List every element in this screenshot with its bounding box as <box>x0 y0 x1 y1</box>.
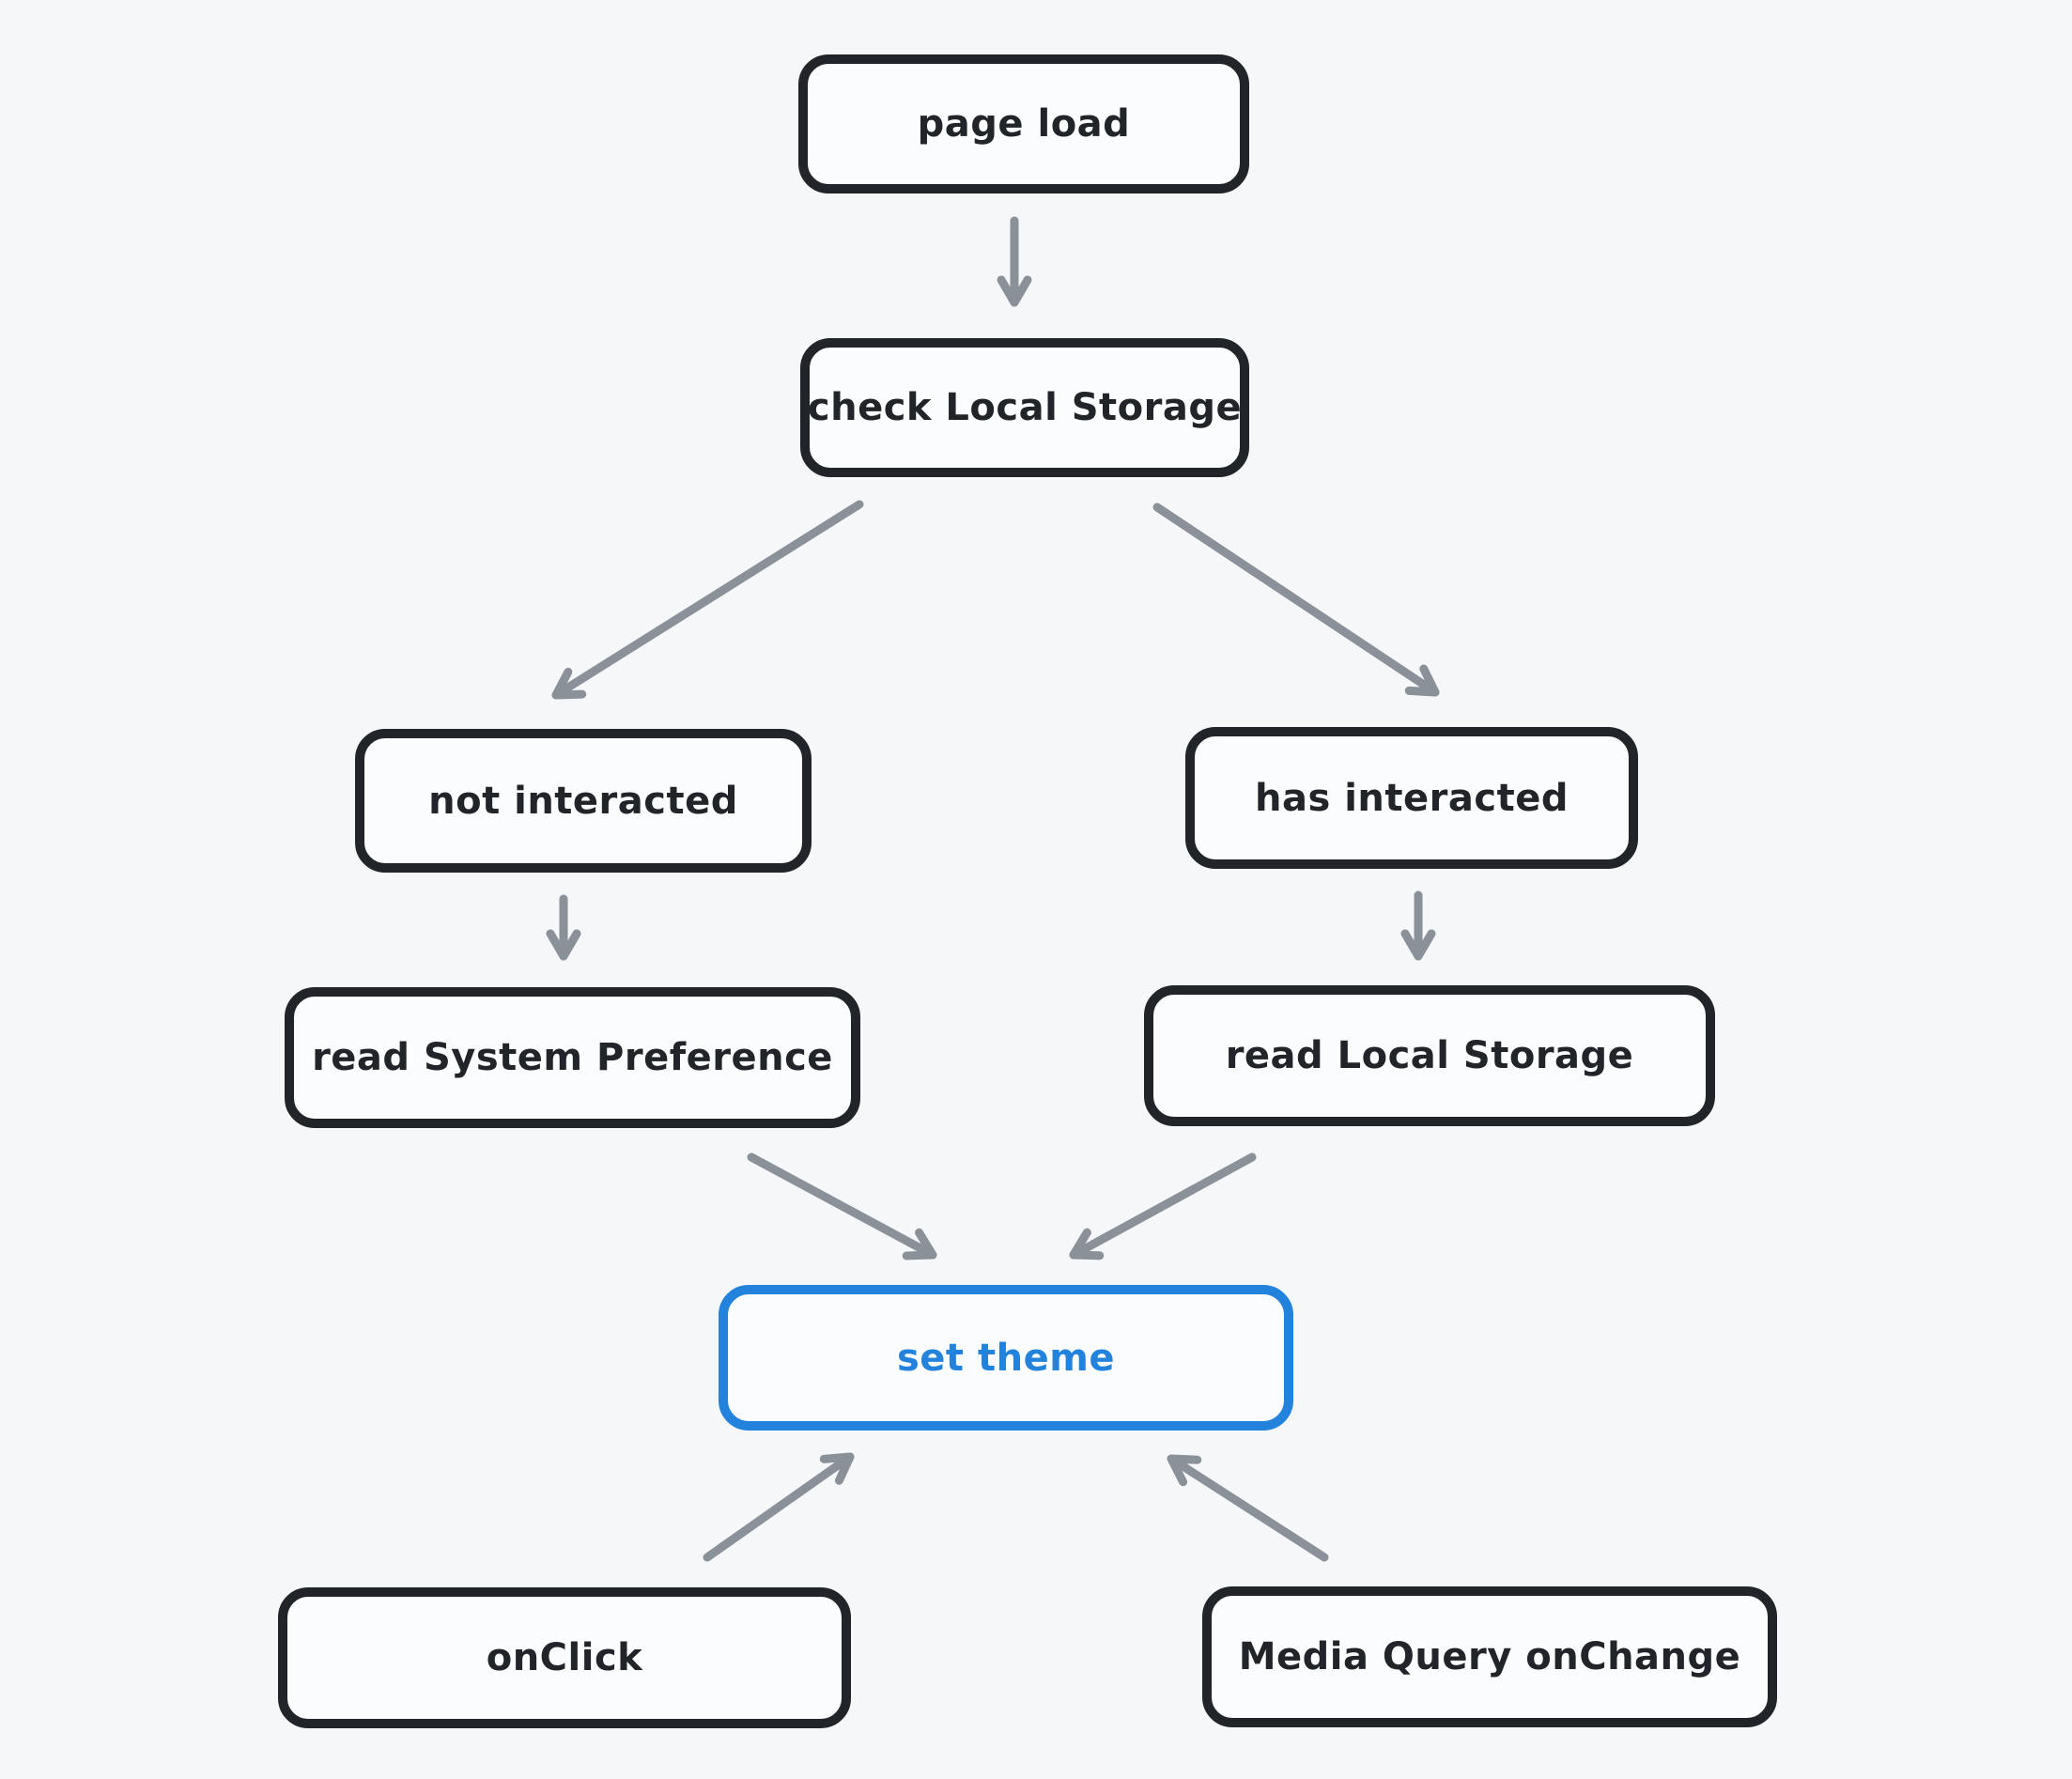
edge-checklocalstorage-to-notinteracted <box>551 500 864 700</box>
node-set-theme: set theme <box>719 1285 1293 1431</box>
node-set-theme-label: set theme <box>896 1336 1116 1380</box>
node-not-interacted: not interacted <box>355 729 812 873</box>
node-has-interacted: has interacted <box>1185 727 1638 869</box>
edge-onclick-to-settheme <box>703 1452 855 1562</box>
node-read-system-preference: read System Preference <box>285 987 860 1128</box>
edge-readsystempreference-to-settheme <box>747 1152 937 1261</box>
edge-readlocalstorage-to-settheme <box>1069 1152 1257 1261</box>
node-check-local-storage: check Local Storage <box>800 338 1249 477</box>
node-media-query-onchange: Media Query onChange <box>1202 1586 1777 1727</box>
node-onclick-label: onClick <box>486 1636 643 1679</box>
node-page-load: page load <box>798 54 1249 193</box>
edge-checklocalstorage-to-hasinteracted <box>1152 503 1440 697</box>
node-read-system-preference-label: read System Preference <box>312 1036 833 1079</box>
node-read-local-storage: read Local Storage <box>1144 985 1715 1126</box>
node-has-interacted-label: has interacted <box>1255 776 1569 820</box>
node-check-local-storage-label: check Local Storage <box>807 386 1243 429</box>
edge-mediaqueryonchange-to-settheme <box>1167 1454 1329 1562</box>
node-not-interacted-label: not interacted <box>428 779 738 823</box>
node-onclick: onClick <box>278 1587 851 1728</box>
node-page-load-label: page load <box>917 102 1131 146</box>
node-media-query-onchange-label: Media Query onChange <box>1238 1635 1741 1678</box>
node-read-local-storage-label: read Local Storage <box>1225 1034 1634 1077</box>
